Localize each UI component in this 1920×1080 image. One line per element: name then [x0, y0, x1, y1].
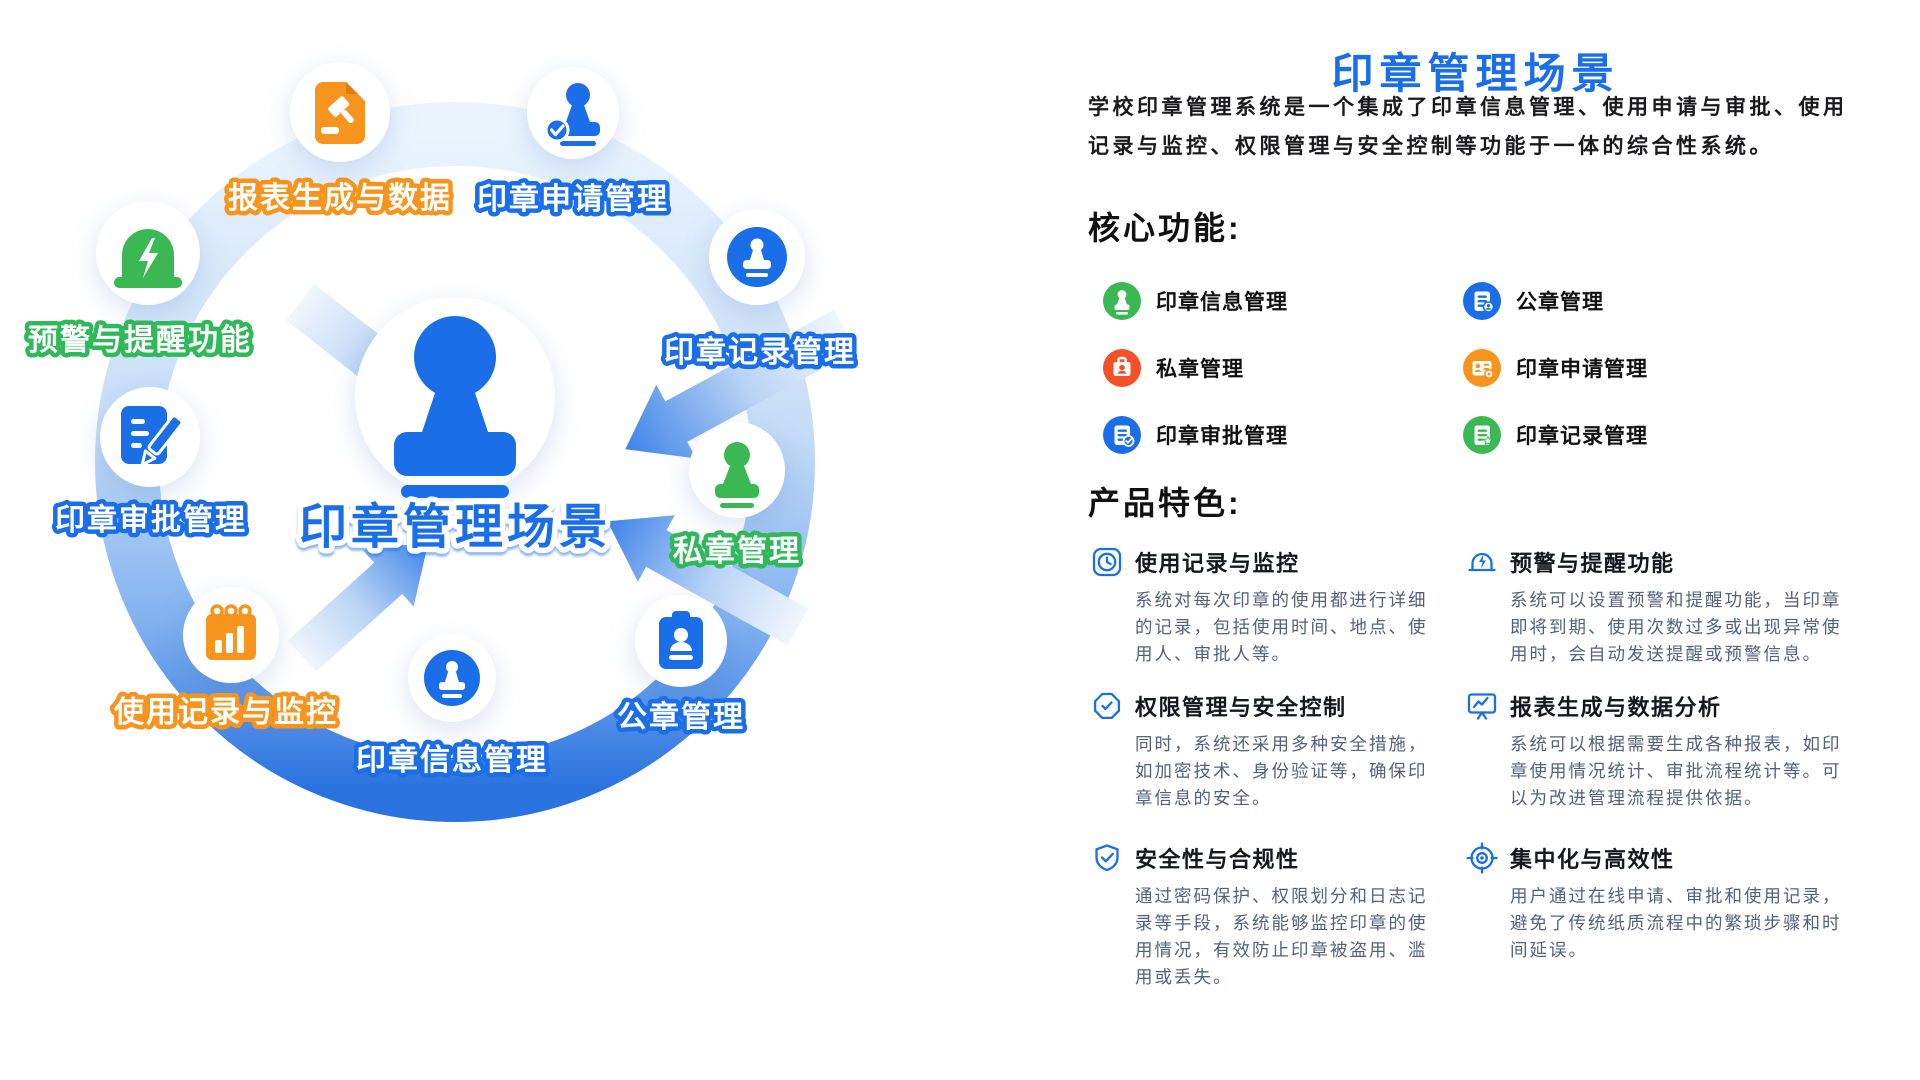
- document-pencil-icon: [121, 406, 184, 467]
- feature-usage-monitor: 使用记录与监控 系统对每次印章的使用都进行详细的记录，包括使用时间、地点、使用人…: [1091, 546, 1440, 668]
- monitor-chart-icon: [1467, 693, 1497, 720]
- public-seal-icon: [1463, 282, 1501, 320]
- feature-description: 同时，系统还采用多种安全措施，如加密技术、身份验证等，确保印章信息的安全。: [1135, 734, 1428, 808]
- stamp-record-icon: [727, 227, 787, 287]
- core-functions-heading: 核心功能:: [1088, 210, 1242, 246]
- seal-apply-icon: [1463, 349, 1501, 387]
- node-label-public-seal: 公章管理: [617, 700, 745, 734]
- feature-security-compliance: 安全性与合规性 通过密码保护、权限划分和日志记录等手段，系统能够监控印章的使用情…: [1091, 842, 1440, 991]
- feature-description: 系统可以设置预警和提醒功能，当印章即将到期、使用次数过多或出现异常使用时，会自动…: [1510, 590, 1842, 664]
- intro-text: 学校印章管理系统是一个集成了印章信息管理、使用申请与审批、使用记录与监控、权限管…: [1088, 96, 1848, 158]
- seal-info-icon: [1103, 282, 1141, 320]
- target-icon: [1466, 842, 1498, 874]
- private-seal-icon: [1103, 349, 1141, 387]
- node-seal-apply: [527, 67, 619, 159]
- core-item-seal-approve: 印章审批管理: [1103, 415, 1288, 455]
- private-stamp-icon: [715, 442, 759, 508]
- feature-title: 报表生成与数据分析: [1510, 695, 1722, 720]
- seal-record-icon: [1463, 416, 1501, 454]
- node-alert-reminder: [96, 201, 200, 305]
- core-item-label: 公章管理: [1516, 291, 1604, 314]
- feature-description: 通过密码保护、权限划分和日志记录等手段，系统能够监控印章的使用情况，有效防止印章…: [1135, 886, 1428, 987]
- node-usage-monitor: [183, 587, 279, 683]
- calendar-chart-icon: [206, 604, 256, 660]
- clock-icon: [1092, 547, 1122, 577]
- flow-arrow-bottom-left: [287, 542, 429, 672]
- core-item-label: 印章审批管理: [1156, 425, 1288, 448]
- core-item-public-seal: 公章管理: [1463, 281, 1604, 321]
- node-label-usage-monitor: 使用记录与监控: [113, 696, 338, 729]
- flow-arrow-bottom-right: [607, 515, 809, 646]
- feature-title: 权限管理与安全控制: [1135, 695, 1347, 720]
- stamp-check-icon: [544, 83, 600, 146]
- center-node: [355, 297, 555, 498]
- product-features-heading: 产品特色:: [1088, 485, 1242, 521]
- node-report-data: [290, 62, 390, 162]
- feature-description: 系统对每次印章的使用都进行详细的记录，包括使用时间、地点、使用人、审批人等。: [1135, 590, 1428, 664]
- badge-check-icon: [1093, 692, 1121, 720]
- stamp-icon: [394, 316, 516, 498]
- seal-approve-icon: [1103, 416, 1141, 454]
- shield-check-icon: [1095, 844, 1119, 872]
- stamp-info-icon: [424, 650, 480, 706]
- core-item-private-seal: 私章管理: [1103, 348, 1244, 388]
- node-label-seal-apply: 印章申请管理: [477, 182, 669, 216]
- feature-title: 安全性与合规性: [1135, 847, 1300, 872]
- feature-description: 系统可以根据需要生成各种报表，如印章使用情况统计、审批流程统计等。可以为改进管理…: [1510, 734, 1842, 808]
- core-item-label: 印章信息管理: [1156, 291, 1288, 314]
- feature-description: 用户通过在线申请、审批和使用记录，避免了传统纸质流程中的繁琐步骤和时间延误。: [1510, 886, 1842, 960]
- page-title: 印章管理场景: [1331, 50, 1620, 97]
- core-item-seal-record: 印章记录管理: [1463, 415, 1648, 455]
- core-item-label: 印章申请管理: [1516, 358, 1648, 381]
- node-seal-record: [709, 209, 805, 305]
- alarm-lightning-icon: [114, 229, 182, 288]
- feature-centralized-efficiency: 集中化与高效性 用户通过在线申请、审批和使用记录，避免了传统纸质流程中的繁琐步骤…: [1466, 842, 1860, 964]
- core-item-seal-info: 印章信息管理: [1103, 281, 1288, 321]
- node-label-seal-info: 印章信息管理: [356, 743, 548, 777]
- report-document-icon: [315, 82, 365, 144]
- flow-arrow-right: [625, 309, 856, 459]
- siren-bolt-icon: [1468, 552, 1496, 572]
- node-label-private-seal: 私章管理: [673, 534, 801, 568]
- node-private-seal: [689, 422, 785, 518]
- seal-diagram: 报表生成与数据 印章申请管理 印章记录管理 私章管理 公章管理 印章信息管理 使…: [24, 62, 859, 822]
- node-label-alert-reminder: 预警与提醒功能: [28, 323, 252, 357]
- feature-title: 预警与提醒功能: [1510, 551, 1675, 576]
- diagram-center-title: 印章管理场景: [299, 500, 611, 554]
- node-label-report-data: 报表生成与数据: [228, 182, 452, 215]
- node-public-seal: [635, 595, 727, 687]
- core-item-label: 印章记录管理: [1516, 425, 1648, 448]
- node-label-seal-record: 印章记录管理: [664, 335, 856, 369]
- core-item-label: 私章管理: [1156, 358, 1244, 381]
- core-item-seal-apply: 印章申请管理: [1463, 348, 1648, 388]
- node-label-seal-approval: 印章审批管理: [55, 503, 247, 537]
- feature-report-analysis: 报表生成与数据分析 系统可以根据需要生成各种报表，如印章使用情况统计、审批流程统…: [1466, 690, 1860, 812]
- feature-title: 集中化与高效性: [1510, 847, 1675, 872]
- feature-permission-security: 权限管理与安全控制 同时，系统还采用多种安全措施，如加密技术、身份验证等，确保印…: [1091, 690, 1440, 812]
- feature-title: 使用记录与监控: [1135, 551, 1300, 576]
- node-seal-info: [408, 634, 496, 722]
- feature-alert-reminder: 预警与提醒功能 系统可以设置预警和提醒功能，当印章即将到期、使用次数过多或出现异…: [1466, 546, 1860, 668]
- node-seal-approval: [100, 387, 200, 487]
- badge-person-icon: [659, 611, 703, 669]
